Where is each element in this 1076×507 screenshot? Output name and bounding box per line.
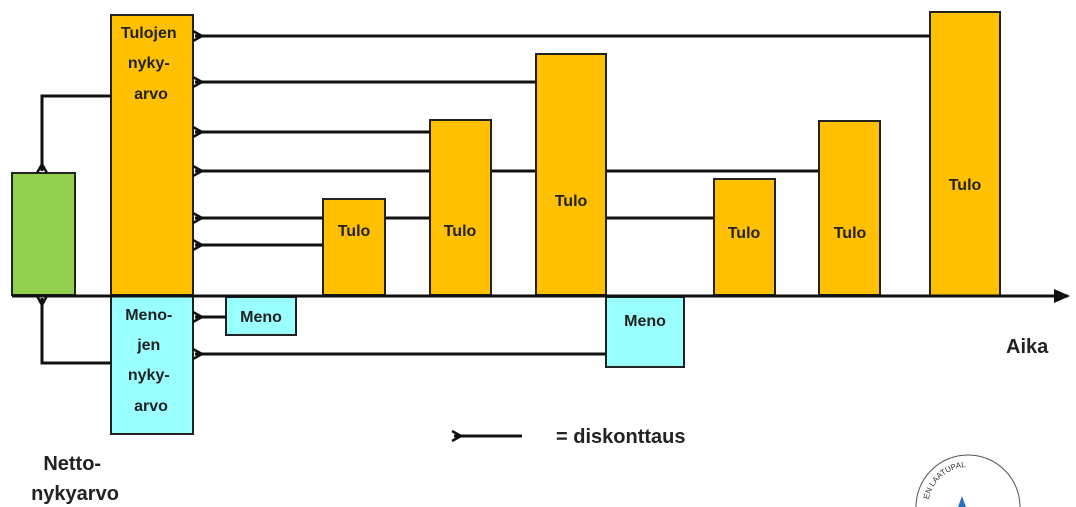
expense-box-1: Meno [225,296,297,336]
expense-to-net-arrow [42,298,111,365]
income-bar-6-label: Tulo [949,177,982,194]
svg-text:Meno- jen nyky-: Meno- jen nyky- arvo [125,307,177,415]
income-present-value-box: Tulojen nyky- arvo [110,14,194,296]
quality-logo: EN LAATUPAL [915,454,1021,507]
expense-present-value-box: Meno- jen nyky- arvo [110,295,194,435]
svg-text:Tulojen nyky- arvo: Tulojen nyky- arvo [121,25,181,103]
income-pv-label-line2: nyky- [128,55,170,72]
income-bar-2-label: Tulo [444,223,477,240]
time-axis-label: Aika [1006,336,1049,358]
expense-discount-arrows [195,317,606,354]
income-to-net-arrow [42,94,111,171]
income-bar-4-label: Tulo [728,225,761,242]
discount-connectors [385,169,819,220]
income-bar-5: Tulo [818,120,881,296]
expense-box-2: Meno [605,296,685,368]
net-pv-label-line2: nykyarvo [31,483,119,505]
income-bar-3: Tulo [535,53,607,296]
income-bar-5-label: Tulo [834,225,867,242]
svg-text:EN LAATUPAL: EN LAATUPAL [922,460,967,500]
income-bar-3-label: Tulo [555,193,588,210]
income-bar-1: Tulo [322,198,386,296]
income-discount-arrows [195,36,930,245]
net-present-value-box [11,172,76,296]
income-bar-1-label: Tulo [338,223,371,240]
income-pv-label-line1: Tulojen [121,25,177,42]
income-bar-4: Tulo [713,178,776,296]
logo-text: EN LAATUPAL [922,460,967,500]
income-pv-label-line3: arvo [134,86,168,103]
net-pv-label-line1: Netto- [43,453,101,475]
expense-pv-label-line1: Meno- [125,307,172,324]
legend-label: = diskonttaus [556,426,685,448]
expense-pv-label-line2: jen [136,337,160,354]
income-bar-6: Tulo [929,11,1001,297]
legend: = diskonttaus [454,426,685,448]
svg-text:Netto- nykyarvo: Netto- nykyarvo [31,453,119,505]
income-bar-2: Tulo [429,119,492,296]
expense-pv-label-line3: nyky- [128,367,170,384]
expense-box-2-label: Meno [624,313,666,330]
expense-box-1-label: Meno [240,309,282,326]
expense-pv-label-line4: arvo [134,398,168,415]
logo-flame-icon [958,496,966,507]
